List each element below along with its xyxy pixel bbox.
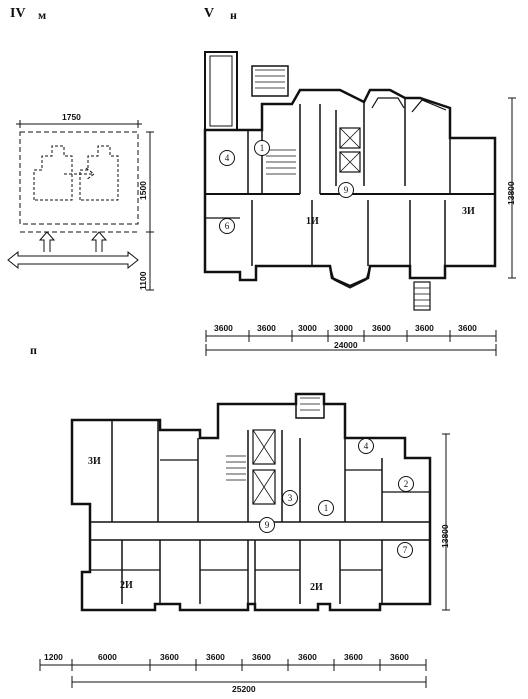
plan-n-bay-dim: 3000 xyxy=(298,323,317,333)
apartment-label-2i: 2И xyxy=(120,580,133,591)
plan-p-bay-dim: 3600 xyxy=(252,652,271,662)
plan-p-bay-dim: 6000 xyxy=(98,652,117,662)
apartment-label-3i: 3И xyxy=(462,206,475,217)
section-label-iv: IV xyxy=(10,6,26,21)
room-marker-6: 6 xyxy=(219,218,235,234)
plan-p-bay-dim: 3600 xyxy=(298,652,317,662)
apartment-label-3i: 3И xyxy=(88,456,101,467)
plan-n-bay-dim: 3600 xyxy=(415,323,434,333)
plan-n-bay-dim: 3000 xyxy=(334,323,353,333)
plan-n-bay-dim: 3600 xyxy=(372,323,391,333)
plan-p-bay-dim: 3600 xyxy=(160,652,179,662)
apartment-label-1i: 1И xyxy=(306,216,319,227)
room-marker-1: 1 xyxy=(254,140,270,156)
room-marker-1: 1 xyxy=(318,500,334,516)
plan-p-bay-dim: 1200 xyxy=(44,652,63,662)
scheme-m-top-width: 1750 xyxy=(62,112,81,122)
plan-p-bay-dim: 3600 xyxy=(344,652,363,662)
plan-n-bay-dim: 3600 xyxy=(257,323,276,333)
plan-p-height-dim: 13800 xyxy=(440,524,450,548)
room-marker-9: 9 xyxy=(259,517,275,533)
room-marker-4: 4 xyxy=(358,438,374,454)
plan-n-bay-dim: 3600 xyxy=(458,323,477,333)
plan-p-bay-dim: 3600 xyxy=(206,652,225,662)
section-label-p: п xyxy=(30,343,37,357)
apartment-label-2i: 2И xyxy=(310,582,323,593)
plan-n-bay-dim: 3600 xyxy=(214,323,233,333)
plan-p-bay-dim: 3600 xyxy=(390,652,409,662)
plan-n-total-width: 24000 xyxy=(334,340,358,350)
room-marker-9: 9 xyxy=(338,182,354,198)
section-label-n: н xyxy=(230,8,237,22)
section-label-m: м xyxy=(38,8,47,22)
room-marker-2: 2 xyxy=(398,476,414,492)
room-marker-3: 3 xyxy=(282,490,298,506)
room-marker-7: 7 xyxy=(397,542,413,558)
room-marker-4: 4 xyxy=(219,150,235,166)
plan-p-total-width: 25200 xyxy=(232,684,256,694)
section-label-v: V xyxy=(204,6,215,21)
